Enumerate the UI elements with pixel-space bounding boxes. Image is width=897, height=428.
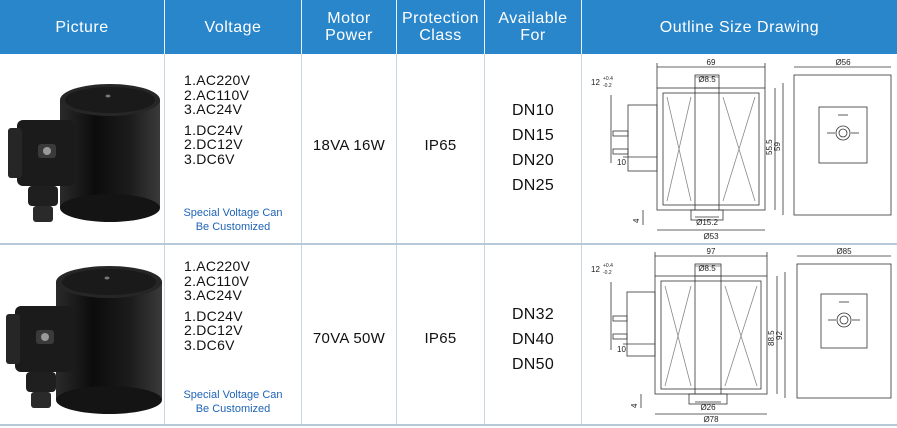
- outline-size-drawing-1: 69 Ø8.5 12 +0.4 -0.2 10 55.5 59 4 Ø15.2 …: [591, 58, 892, 241]
- voltage-list: 1.AC220V 2.AC110V 3.AC24V 1.DC24V 2.DC12…: [184, 259, 302, 352]
- dn-item: DN25: [511, 177, 555, 194]
- voltage-item: 1.DC24V: [184, 121, 243, 138]
- dn-item: DN40: [511, 330, 555, 348]
- column-divider: [484, 54, 485, 426]
- voltage-item: 1.AC220V: [184, 258, 251, 274]
- header-divider: [164, 0, 165, 54]
- header-for-label: For: [520, 27, 546, 44]
- table-header: [0, 0, 897, 54]
- header-picture-label: Picture: [55, 18, 109, 36]
- note-line: Special Voltage Can: [183, 389, 283, 401]
- dim-ten: 10: [617, 345, 626, 354]
- dim-step-tol-up: +0.4: [603, 76, 613, 82]
- dim-four: 4: [630, 403, 639, 408]
- dn-item: DN20: [511, 152, 555, 169]
- column-divider: [581, 54, 582, 426]
- outline-size-drawing-2: 97 Ø8.5 12 +0.4 -0.2 10 88.5 92 4 Ø26 Ø7…: [591, 247, 892, 424]
- dim-height-outer: 59: [773, 142, 782, 151]
- custom-voltage-note: Special Voltage Can Be Customized: [166, 388, 300, 416]
- voltage-item: 3.DC6V: [184, 336, 235, 353]
- note-line: Special Voltage Can: [183, 207, 283, 219]
- header-voltage: Voltage: [165, 0, 301, 54]
- dn-item: DN32: [511, 305, 555, 323]
- dim-four: 4: [632, 218, 641, 223]
- dim-step: 12: [591, 265, 600, 274]
- dim-step-tol-up: +0.4: [603, 263, 613, 269]
- column-divider: [301, 54, 302, 426]
- protection-class-text: IP65: [424, 329, 457, 347]
- voltage-item: 2.DC12V: [184, 136, 243, 152]
- dim-front-dia: Ø56: [835, 58, 851, 67]
- dim-bore-bottom: Ø15.2: [696, 218, 718, 227]
- dim-width: 97: [707, 247, 716, 256]
- protection-class-value: IP65: [397, 323, 484, 353]
- header-outline-size-drawing: Outline Size Drawing: [582, 0, 897, 54]
- motor-power-text: 18VA 16W: [312, 136, 386, 154]
- row-divider: [0, 424, 897, 426]
- header-power-label: Power: [325, 27, 373, 44]
- custom-voltage-note: Special Voltage Can Be Customized: [166, 206, 300, 234]
- row-divider: [0, 243, 897, 245]
- protection-class-text: IP65: [424, 136, 457, 154]
- dn-item: DN50: [511, 355, 555, 373]
- dim-width: 69: [707, 58, 716, 67]
- coil-photo: [0, 248, 164, 422]
- header-available-label: Available: [498, 10, 568, 27]
- motor-power-value: 18VA 16W: [302, 130, 396, 160]
- available-dn-list: DN32 DN40 DN50: [485, 300, 581, 378]
- dim-height-inner: 88.5: [767, 330, 776, 346]
- header-class-label: Class: [419, 27, 462, 44]
- protection-class-value: IP65: [397, 130, 484, 160]
- header-voltage-label: Voltage: [204, 18, 262, 36]
- header-divider: [581, 0, 582, 54]
- dim-step-tol-dn: -0.2: [603, 83, 612, 89]
- dim-bore-top: Ø8.5: [698, 264, 716, 273]
- dim-bore-bottom: Ø26: [700, 403, 716, 412]
- dim-front-dia: Ø85: [836, 247, 852, 256]
- dim-outer-dia: Ø78: [703, 415, 719, 423]
- voltage-item: 2.AC110V: [184, 272, 250, 289]
- dn-item: DN15: [511, 127, 555, 144]
- voltage-item: 3.AC24V: [184, 287, 243, 303]
- column-divider: [164, 54, 165, 426]
- voltage-item: 2.AC110V: [184, 86, 250, 103]
- dim-height-outer: 92: [775, 331, 784, 340]
- header-motor-label: Motor: [327, 10, 371, 27]
- header-picture: Picture: [0, 0, 164, 54]
- solenoid-coil-image: [6, 266, 162, 414]
- available-dn-list: DN10 DN15 DN20 DN25: [485, 96, 581, 200]
- dn-item: DN10: [511, 102, 555, 119]
- note-line: Be Customized: [195, 221, 271, 233]
- motor-power-text: 70VA 50W: [312, 329, 386, 347]
- header-divider: [396, 0, 397, 54]
- dim-ten: 10: [617, 158, 626, 167]
- dim-step-tol-dn: -0.2: [603, 270, 612, 276]
- voltage-item: 3.DC6V: [184, 150, 235, 167]
- header-divider: [301, 0, 302, 54]
- voltage-list: 1.AC220V 2.AC110V 3.AC24V 1.DC24V 2.DC12…: [184, 73, 302, 166]
- header-protection-label: Protection: [401, 10, 480, 27]
- note-line: Be Customized: [195, 403, 271, 415]
- solenoid-coil-image: [8, 84, 160, 222]
- coil-photo: [0, 58, 164, 240]
- dim-bore-top: Ø8.5: [698, 75, 716, 84]
- dim-height-inner: 55.5: [765, 139, 774, 155]
- dim-outer-dia: Ø53: [703, 232, 719, 241]
- voltage-item: 2.DC12V: [184, 322, 243, 338]
- header-outline-label: Outline Size Drawing: [659, 18, 820, 36]
- voltage-item: 3.AC24V: [184, 101, 243, 117]
- column-divider: [396, 54, 397, 426]
- header-divider: [484, 0, 485, 54]
- voltage-item: 1.AC220V: [184, 72, 251, 88]
- dim-step: 12: [591, 78, 600, 87]
- outline-drawing: 69 Ø8.5 12 +0.4 -0.2 10 55.5 59 4 Ø15.2 …: [583, 55, 896, 242]
- outline-drawing: 97 Ø8.5 12 +0.4 -0.2 10 88.5 92 4 Ø26 Ø7…: [583, 246, 896, 424]
- voltage-item: 1.DC24V: [184, 307, 243, 324]
- motor-power-value: 70VA 50W: [302, 323, 396, 353]
